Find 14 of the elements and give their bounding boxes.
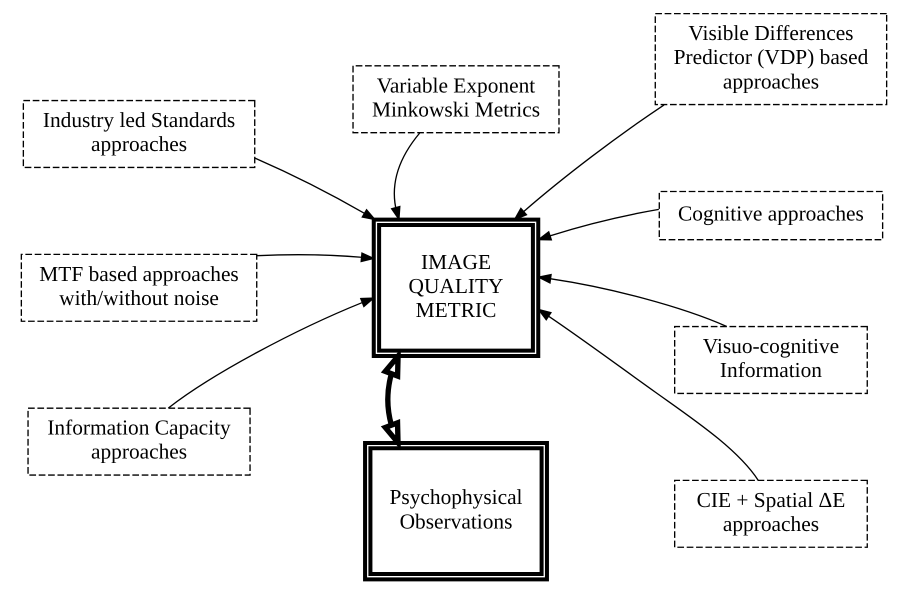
- node-box: MTF based approaches with/without noise: [20, 254, 257, 322]
- node-box: Variable Exponent Minkowski Metrics: [352, 65, 560, 134]
- arrow: [167, 297, 375, 409]
- arrow: [254, 157, 376, 220]
- arrow: [512, 104, 664, 221]
- node-box: Psychophysical Observations: [362, 440, 548, 582]
- node-box: Visible Differences Predictor (VDP) based approaches: [654, 12, 887, 106]
- arrow: [380, 348, 400, 450]
- node-box: IMAGE QUALITY METRIC: [371, 218, 540, 358]
- node-box: CIE + Spatial ΔE approaches: [674, 480, 868, 548]
- node-box: Industry led Standards approaches: [22, 100, 255, 168]
- node-box: Cognitive approaches: [658, 190, 883, 240]
- node-box: Visuo-cognitive Information: [674, 326, 868, 394]
- node-box: Information Capacity approaches: [26, 408, 250, 476]
